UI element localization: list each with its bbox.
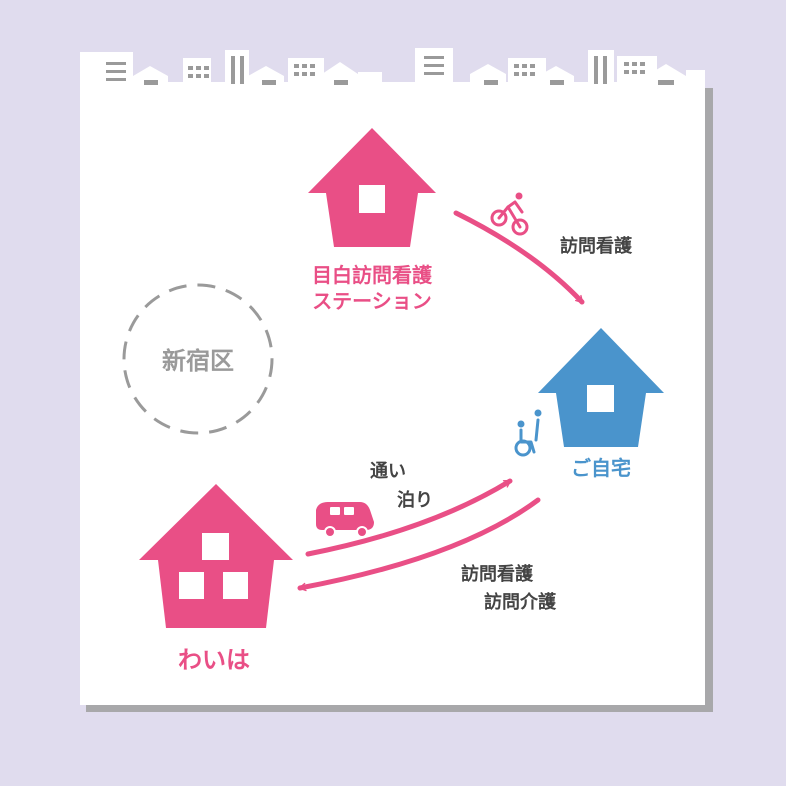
station-label-line1: 目白訪問看護 bbox=[312, 263, 433, 287]
arrow-station-to-home bbox=[453, 210, 585, 305]
arrow-home-to-facility bbox=[297, 497, 541, 592]
car-icon bbox=[316, 502, 374, 538]
station-house-icon bbox=[308, 128, 436, 247]
flow-home-to-facility-line1: 訪問看護 bbox=[461, 563, 534, 585]
area-label: 新宿区 bbox=[162, 347, 234, 375]
wheelchair-icon bbox=[514, 409, 542, 457]
facility-house-icon bbox=[139, 484, 293, 628]
home-label: ご自宅 bbox=[571, 456, 631, 480]
flow-facility-to-home-line2: 泊り bbox=[397, 490, 433, 511]
flow-station-to-home-label: 訪問看護 bbox=[560, 235, 633, 257]
home-house-icon bbox=[538, 328, 664, 447]
area-circle bbox=[122, 283, 274, 435]
flow-home-to-facility-line2: 訪問介護 bbox=[484, 591, 557, 613]
bicycle-icon bbox=[490, 192, 529, 236]
flow-facility-to-home-line1: 通い bbox=[370, 461, 406, 482]
city-windows bbox=[106, 56, 674, 85]
facility-label: わいは bbox=[178, 646, 250, 674]
station-label-line2: ステーション bbox=[312, 289, 432, 313]
arrow-facility-to-home bbox=[305, 478, 513, 557]
